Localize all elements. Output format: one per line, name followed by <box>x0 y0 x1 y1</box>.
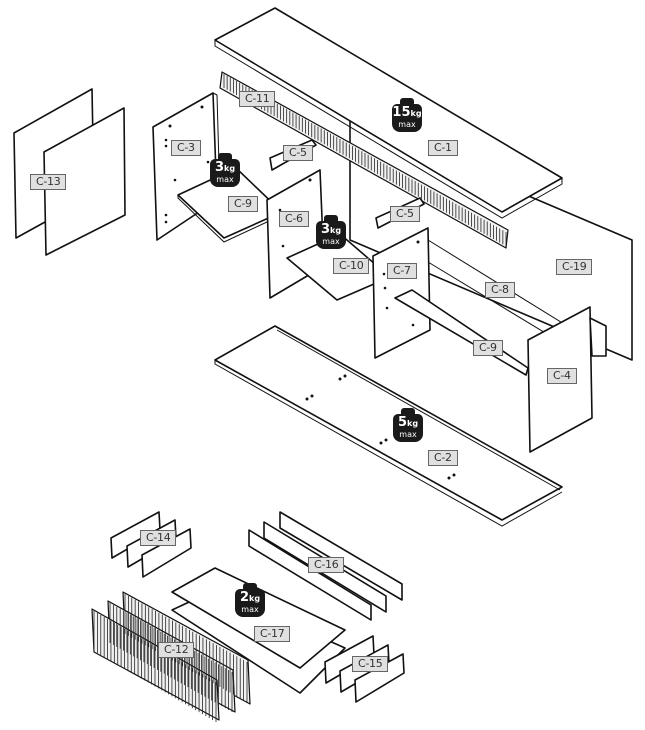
weight-value: 3 <box>214 160 224 175</box>
label-c15: C-14 <box>140 530 177 546</box>
weight-max: max <box>322 237 340 246</box>
weight-value: 15 <box>392 105 411 120</box>
label-c12: C-11 <box>239 91 276 107</box>
label-c19: C-19 <box>556 259 593 275</box>
weight-unit: kg <box>224 164 236 173</box>
label-c1: C-1 <box>428 140 458 156</box>
weight-icon-c2: 5kg max <box>393 408 423 442</box>
weight-value: 5 <box>397 415 407 430</box>
label-c4: C-4 <box>547 368 577 384</box>
weight-unit: kg <box>249 594 261 603</box>
weight-value: 3 <box>320 222 330 237</box>
label-c6: C-6 <box>279 211 309 227</box>
part-c1-top-panel <box>214 7 563 219</box>
label-c17: C-16 <box>308 557 345 573</box>
weight-max: max <box>398 120 416 129</box>
weight-max: max <box>241 605 259 614</box>
weight-max: max <box>216 175 234 184</box>
part-c7-divider <box>372 227 431 359</box>
weight-icon-c18: 2kg max <box>235 583 265 617</box>
weight-icon-c11: 3kg max <box>316 215 346 249</box>
label-c10: C-9 <box>228 196 258 212</box>
label-c7: C-7 <box>387 263 417 279</box>
label-c13: C-13 <box>30 174 67 190</box>
weight-value: 2 <box>239 590 249 605</box>
weight-max: max <box>399 430 417 439</box>
weight-icon-c1: 15kg max <box>392 98 422 132</box>
label-c9: C-9 <box>473 340 503 356</box>
weight-icon-c10: 3kg max <box>210 153 240 187</box>
label-c5-a: C-5 <box>283 145 313 161</box>
part-c2-bottom-panel <box>214 325 563 527</box>
weight-unit: kg <box>330 226 342 235</box>
weight-unit: kg <box>407 419 419 428</box>
part-c13-doors <box>13 88 126 256</box>
label-c16: C-15 <box>352 656 389 672</box>
weight-unit: kg <box>410 109 422 118</box>
label-c5-b: C-5 <box>390 206 420 222</box>
label-c2: C-2 <box>428 450 458 466</box>
label-c11: C-10 <box>333 258 370 274</box>
label-c3: C-3 <box>171 140 201 156</box>
label-c8: C-8 <box>485 282 515 298</box>
label-c18: C-17 <box>254 626 291 642</box>
label-c14: C-12 <box>158 642 195 658</box>
